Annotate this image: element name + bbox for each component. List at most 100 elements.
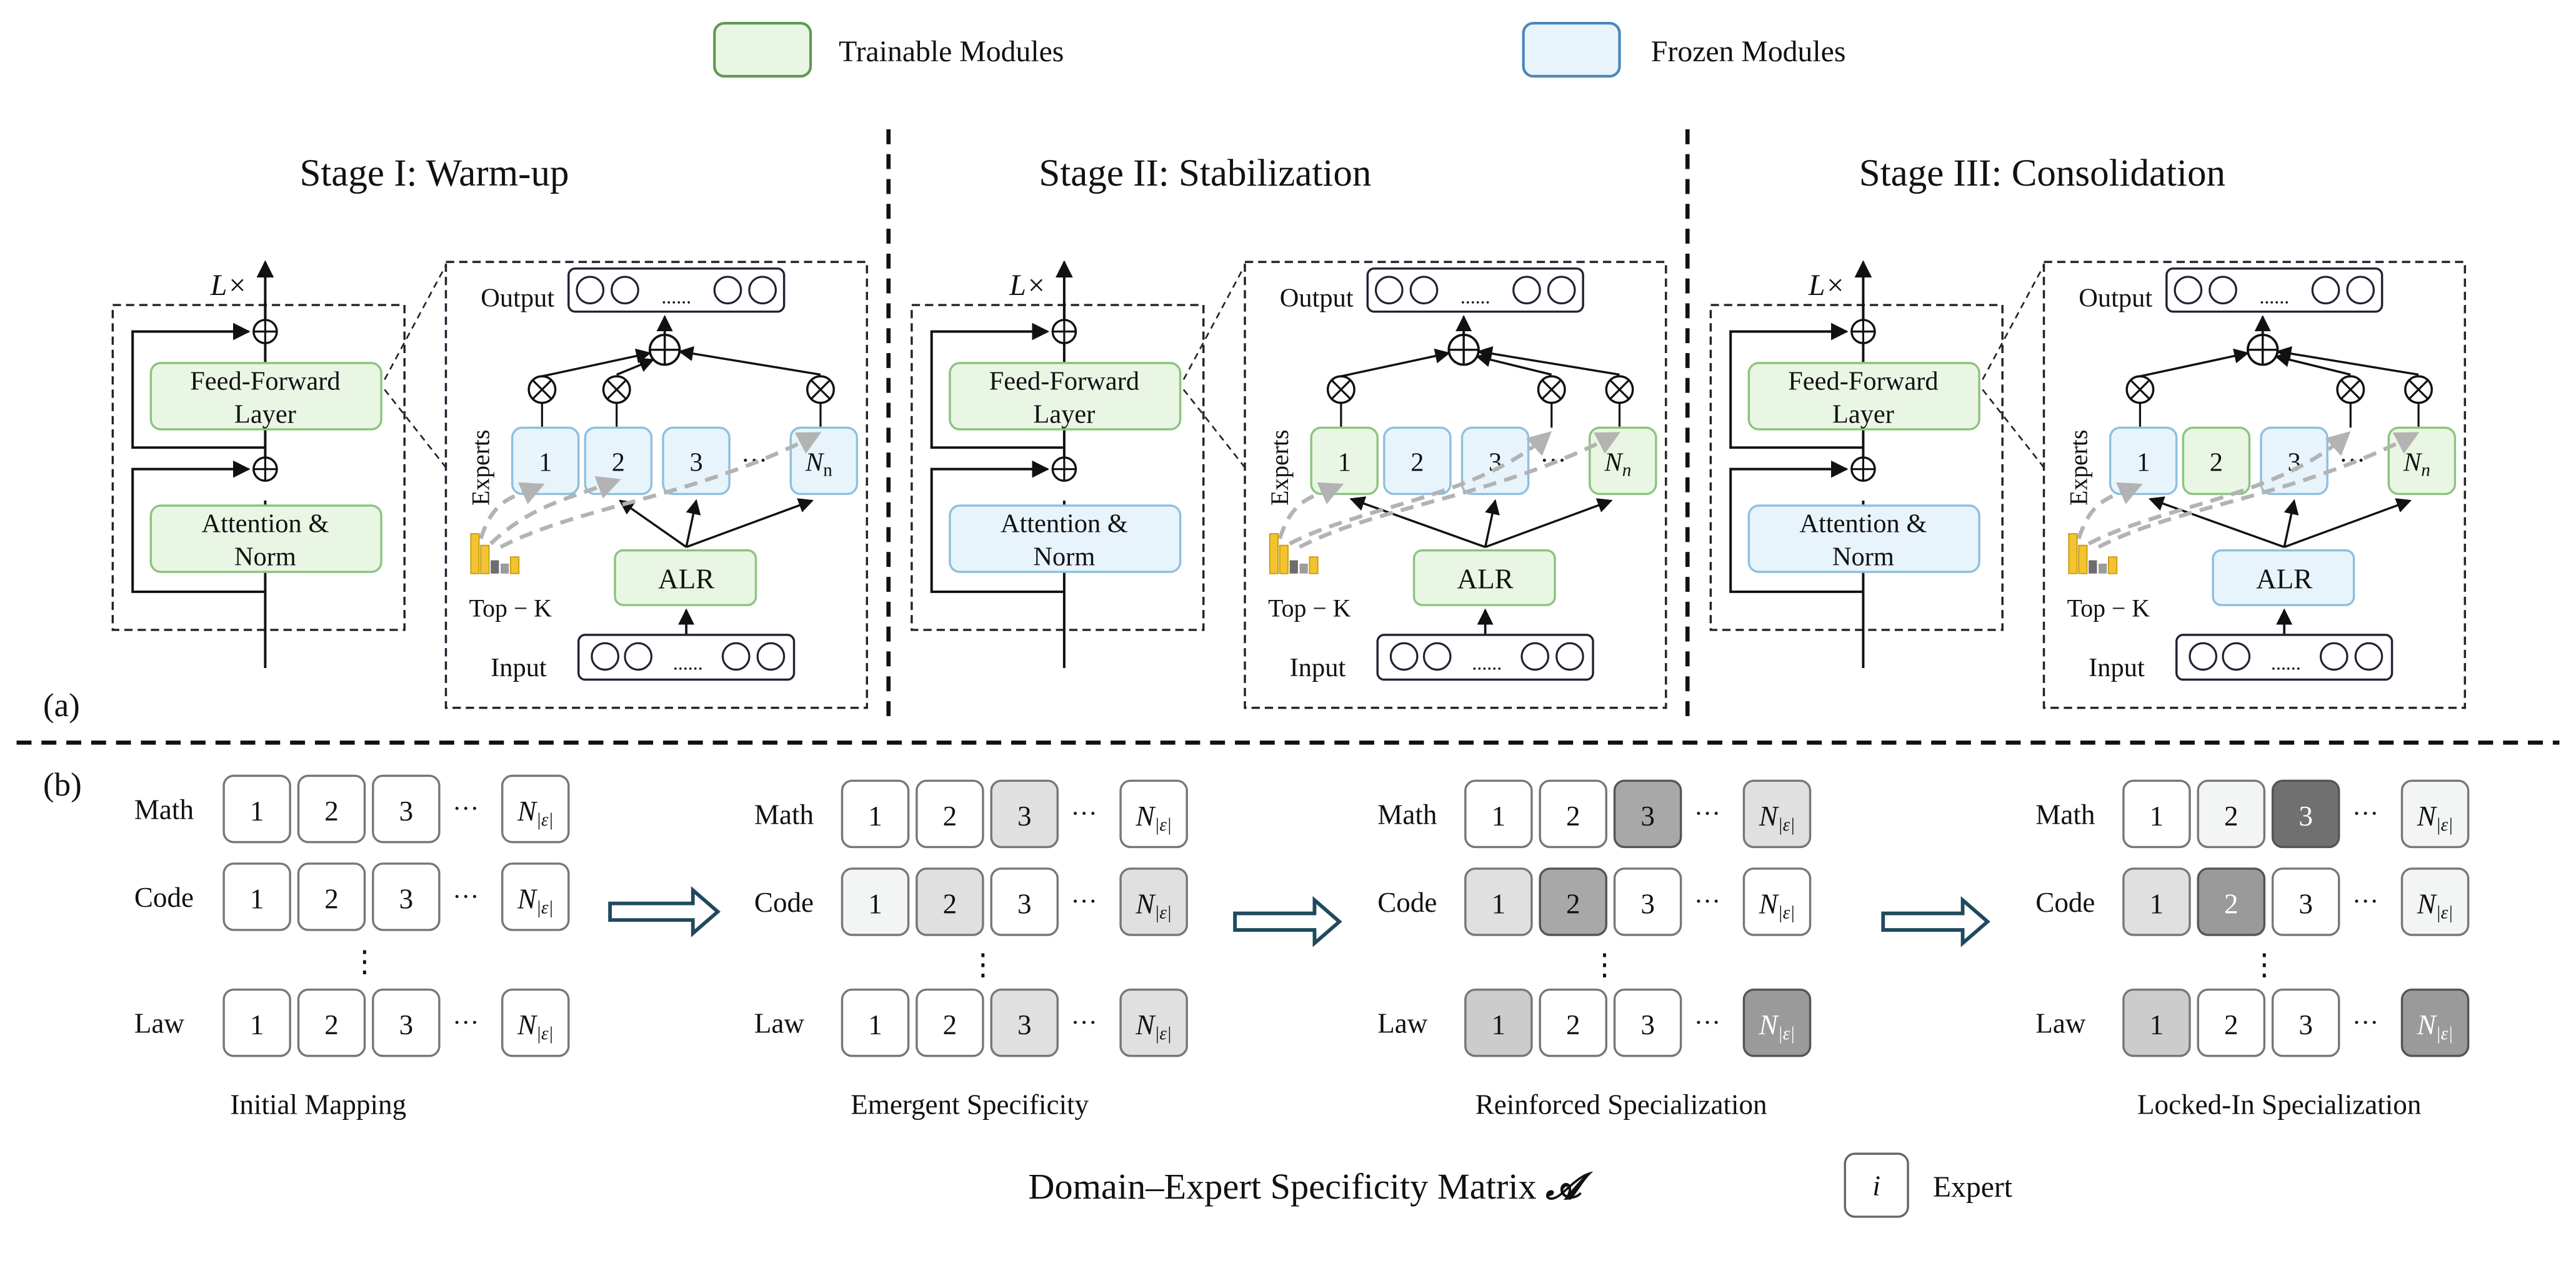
input-token: [2189, 642, 2217, 671]
topk-bar: [491, 560, 499, 574]
matrix-cell-label: 3: [1640, 889, 1655, 920]
router-to-expert-arrow: [1349, 496, 1486, 548]
matrix-cell: [2122, 779, 2191, 849]
matrix-cell: [1119, 779, 1188, 849]
expert-label-1: 1: [1338, 447, 1351, 477]
matrix-cell-label: 2: [324, 884, 339, 915]
router-to-expert-arrow: [2149, 496, 2285, 548]
topk-bar: [1299, 563, 1308, 574]
moe-detail: Output ...... Experts 1: [444, 261, 868, 709]
feed-forward-label-2: Layer: [1832, 399, 1894, 429]
gate-to-sum-arrow: [616, 357, 655, 376]
gate-multiply-x: [2340, 379, 2360, 400]
router-to-expert-arrow: [1484, 499, 1500, 547]
matrix-cell: [372, 774, 441, 844]
matrix-cell-label: 2: [324, 796, 339, 827]
feed-forward-label-2: Layer: [1033, 399, 1095, 429]
layer-repeat-label: L×: [210, 269, 247, 302]
zoom-connector-top: [1182, 264, 1246, 381]
routing-path: [499, 432, 822, 549]
gate-multiply-x: [2130, 379, 2150, 400]
matrix-cell-label: N|ε|: [1759, 889, 1795, 923]
matrix-cell: [1742, 867, 1812, 936]
matrix-footer-title: Domain–Expert Specificity Matrix 𝓐: [1028, 1166, 1594, 1207]
matrix-ellipsis: ···: [1694, 887, 1720, 916]
matrix-cell: [2271, 867, 2340, 936]
matrix-caption: Emergent Specificity: [851, 1089, 1089, 1120]
output-token: [576, 276, 605, 305]
residual-add-lower-plus: [1052, 457, 1076, 481]
matrix-cell-label: 2: [943, 801, 957, 832]
residual-skip-upper: [930, 322, 1064, 449]
router-to-expert-arrow: [1485, 498, 1613, 548]
output-token: [2174, 276, 2203, 305]
transformer-layer-box: [111, 304, 406, 631]
matrix-vertical-ellipsis: ⋮: [968, 949, 998, 982]
expert-label-3: 3: [689, 447, 702, 477]
topk-bar: [2108, 556, 2118, 574]
matrix-cell: [297, 988, 366, 1057]
matrix-vertical-ellipsis: ⋮: [350, 945, 380, 978]
matrix-cell: [990, 867, 1059, 936]
layer-repeat-label: L×: [1808, 269, 1845, 302]
router-to-expert-arrow: [2283, 499, 2299, 547]
stage-1-title: Stage I: Warm-up: [299, 152, 569, 194]
matrix-cell-label: N|ε|: [1135, 889, 1172, 923]
matrix-cell: [1539, 867, 1608, 936]
gate-multiply-x: [607, 379, 627, 400]
expert-label-3: 3: [1489, 447, 1502, 477]
attention-norm-label-2: Norm: [1832, 542, 1894, 572]
expert-key-label: Expert: [1933, 1171, 2012, 1204]
domain-label: Law: [134, 1008, 185, 1039]
output-token: [1409, 276, 1439, 305]
expert-box-2: [1383, 426, 1452, 496]
output-token: [2311, 276, 2340, 305]
transformer-layer-box: [911, 304, 1205, 631]
topk-bar: [470, 533, 480, 574]
output-label: Output: [1280, 284, 1354, 313]
transition-arrow-1: [608, 886, 721, 937]
input-token: [2354, 642, 2384, 671]
gate-to-sum-arrow: [2274, 352, 2351, 376]
expert-ellipsis: ···: [1540, 446, 1566, 476]
matrix-cell-label: N|ε|: [2417, 889, 2454, 923]
legend-trainable-label: Trainable Modules: [839, 35, 1064, 68]
matrix-cell-label: N|ε|: [1759, 801, 1795, 835]
stage-3: Stage III: Consolidation L× Feed-Forward…: [1709, 152, 2467, 709]
topk-bar: [1269, 533, 1279, 574]
domain-label: Law: [2035, 1008, 2086, 1039]
matrix-cell: [2400, 988, 2470, 1057]
matrix-cell-label: 3: [1640, 801, 1655, 832]
matrix-cell: [2122, 988, 2191, 1057]
input-label: Input: [491, 653, 547, 682]
matrix-cell: [1119, 988, 1188, 1057]
matrix-cell: [841, 867, 910, 936]
matrix-cell-label: 2: [1566, 801, 1580, 832]
gate-to-sum-arrow: [1475, 352, 1552, 376]
matrix-cell: [501, 774, 570, 844]
topk-bar: [480, 544, 490, 574]
expert-box-1: [2109, 426, 2178, 496]
routing-path: [479, 482, 545, 540]
input-token: [2319, 642, 2349, 671]
matrix-ellipsis: ···: [2352, 1008, 2379, 1037]
input-token: [721, 642, 751, 671]
moe-detail: Output ...... Experts 1: [2042, 261, 2467, 709]
matrix-cell: [372, 988, 441, 1057]
zoom-connector-bottom: [384, 389, 447, 468]
matrix-cell-label: 3: [1640, 1009, 1655, 1041]
matrix-cell: [372, 862, 441, 931]
matrix-cell: [297, 774, 366, 844]
matrix-cell-label: 3: [1017, 889, 1032, 920]
moe-detail-box: [1244, 261, 1667, 709]
output-token: [713, 276, 742, 305]
feed-forward-layer-box: [949, 362, 1182, 431]
matrix-cell-label: 3: [399, 1009, 414, 1041]
domain-label: Code: [134, 882, 194, 913]
output-token-dots: ......: [661, 286, 691, 307]
matrix-cell: [297, 862, 366, 931]
